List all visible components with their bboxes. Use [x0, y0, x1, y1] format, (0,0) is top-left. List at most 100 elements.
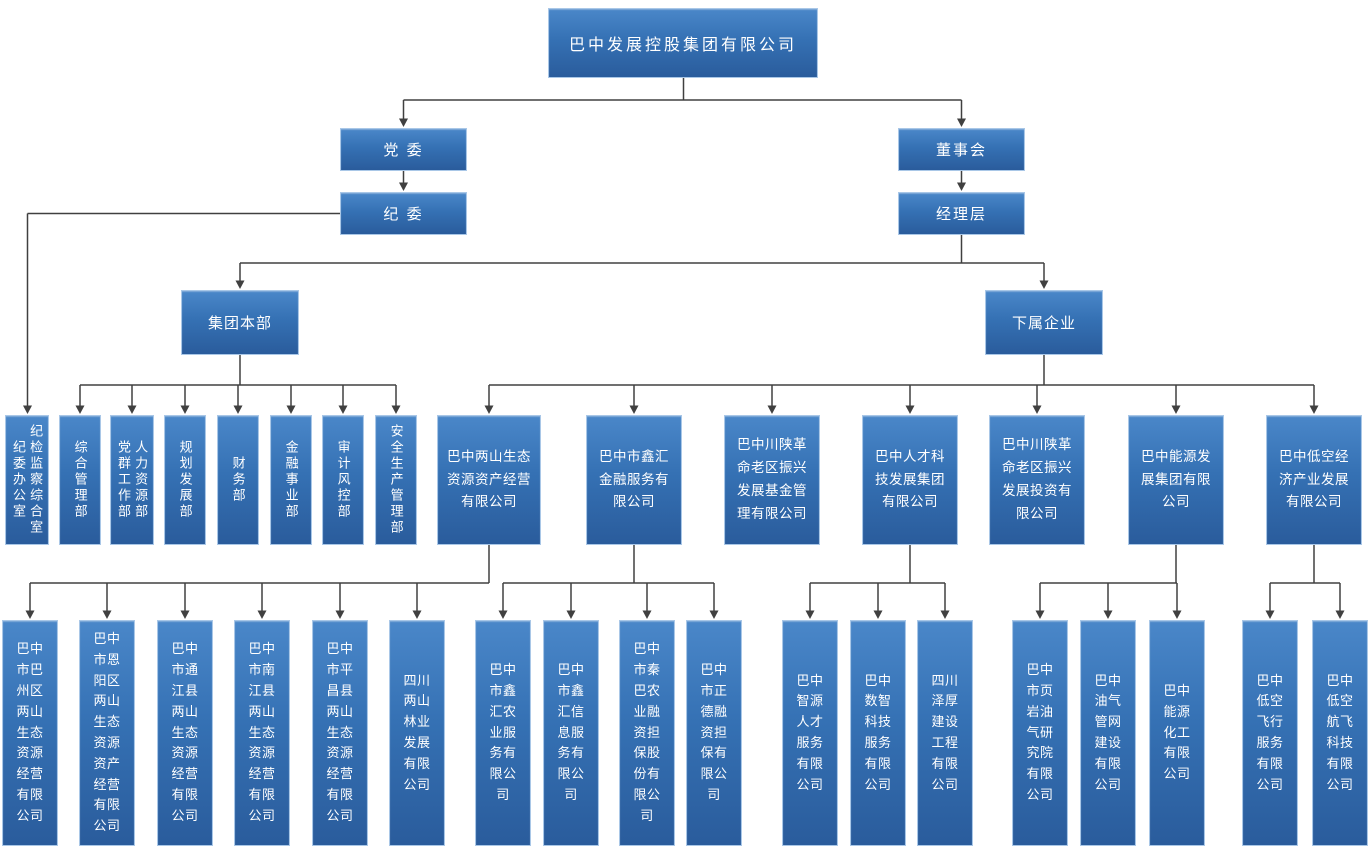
org-node-label: 巴中市巴州区两山生态资源经营有限公司 [16, 641, 44, 823]
org-node-label: 巴中川陕革命老区振兴发展投资有限公司 [1002, 437, 1072, 521]
org-node-benbu: 集团本部 [181, 290, 299, 355]
org-node-label: 巴中发展控股集团有限公司 [568, 37, 797, 54]
org-node-d1: 纪检监察综合室 纪委办公室 [5, 415, 49, 545]
org-node-dangwei: 党 委 [340, 128, 467, 171]
arrowhead-icon [566, 610, 576, 619]
org-node-label: 巴中市秦巴农业融资担保股份有限公司 [633, 641, 661, 823]
org-node-label: 财务部 [230, 456, 246, 504]
org-node-b4: 巴中市正德融资担保有限公司 [686, 620, 742, 846]
org-node-xiashu: 下属企业 [985, 290, 1103, 355]
arrowhead-icon [1172, 610, 1182, 619]
org-node-root: 巴中发展控股集团有限公司 [548, 8, 818, 78]
arrowhead-icon [642, 610, 652, 619]
org-node-d5: 财务部 [217, 415, 259, 545]
org-node-a5: 巴中市平昌县两山生态资源经营有限公司 [312, 620, 368, 846]
arrowhead-icon [498, 610, 508, 619]
arrowhead-icon [805, 610, 815, 619]
org-node-h3: 巴中能源化工有限公司 [1149, 620, 1205, 846]
org-node-label: 纪 委 [383, 206, 424, 223]
arrowhead-icon [399, 118, 408, 127]
org-node-label: 巴中市正德融资担保有限公司 [700, 662, 728, 802]
org-node-label: 审计风控部 [335, 440, 351, 520]
arrowhead-icon [629, 405, 639, 414]
org-node-c4: 巴中人才科技发展集团有限公司 [862, 415, 958, 545]
org-node-c6: 巴中能源发展集团有限公司 [1128, 415, 1224, 545]
arrowhead-icon [1335, 610, 1345, 619]
arrowhead-icon [1171, 405, 1181, 414]
org-node-e2: 巴中低空航飞科技有限公司 [1312, 620, 1368, 846]
org-node-b3: 巴中市秦巴农业融资担保股份有限公司 [619, 620, 675, 846]
arrowhead-icon [180, 610, 190, 619]
arrowhead-icon [905, 405, 915, 414]
org-node-d8: 安全生产管理部 [375, 415, 417, 545]
org-node-c7: 巴中低空经济产业发展有限公司 [1266, 415, 1362, 545]
org-node-label: 巴中能源发展集团有限公司 [1141, 448, 1211, 510]
arrowhead-icon [1309, 405, 1319, 414]
arrowhead-icon [23, 405, 32, 414]
arrowhead-icon [235, 280, 245, 289]
arrowhead-icon [127, 405, 137, 414]
arrowhead-icon [873, 610, 883, 619]
org-node-d2: 综合管理部 [59, 415, 101, 545]
org-node-label: 四川两山林业发展有限公司 [403, 672, 431, 792]
org-node-label: 巴中市鑫汇金融服务有限公司 [599, 448, 669, 510]
org-node-label: 下属企业 [1011, 315, 1076, 332]
org-node-label: 人力资源部 党群工作部 [116, 440, 149, 520]
org-node-label: 规划发展部 [177, 440, 193, 520]
org-node-label: 巴中两山生态资源资产经营有限公司 [447, 448, 531, 510]
arrowhead-icon [412, 610, 422, 619]
org-node-label: 巴中市页岩油气研究院有限公司 [1026, 662, 1054, 802]
org-node-label: 巴中智源人才服务有限公司 [796, 672, 824, 792]
org-node-label: 巴中川陕革命老区振兴发展基金管理有限公司 [737, 437, 807, 521]
arrowhead-icon [180, 405, 190, 414]
org-node-label: 金融事业部 [283, 440, 299, 520]
org-node-d6: 金融事业部 [270, 415, 312, 545]
arrowhead-icon [257, 610, 267, 619]
org-node-label: 巴中市南江县两山生态资源经营有限公司 [248, 641, 276, 823]
arrowhead-icon [767, 405, 777, 414]
arrowhead-icon [1035, 610, 1045, 619]
arrowhead-icon [391, 405, 401, 414]
org-node-label: 巴中市恩阳区两山生态资源资产经营有限公司 [93, 631, 121, 834]
org-node-label: 巴中市通江县两山生态资源经营有限公司 [171, 641, 199, 823]
org-node-label: 巴中人才科技发展集团有限公司 [875, 448, 945, 510]
org-node-a2: 巴中市恩阳区两山生态资源资产经营有限公司 [79, 620, 135, 846]
arrowhead-icon [709, 610, 719, 619]
arrowhead-icon [338, 405, 348, 414]
arrowhead-icon [940, 610, 950, 619]
org-node-e1: 巴中低空飞行服务有限公司 [1242, 620, 1298, 846]
arrowhead-icon [25, 610, 35, 619]
org-node-label: 巴中市平昌县两山生态资源经营有限公司 [326, 641, 354, 823]
org-node-label: 党 委 [383, 142, 424, 159]
org-node-label: 董事会 [935, 142, 987, 159]
arrowhead-icon [335, 610, 345, 619]
org-node-label: 巴中市鑫汇信息服务有限公司 [557, 662, 585, 802]
org-node-label: 经理层 [935, 206, 987, 223]
arrowhead-icon [1039, 280, 1049, 289]
org-node-label: 集团本部 [207, 315, 272, 332]
org-node-jiwei: 纪 委 [340, 192, 467, 235]
org-node-label: 巴中数智科技服务有限公司 [864, 672, 892, 792]
org-node-b1: 巴中市鑫汇农业服务有限公司 [475, 620, 531, 846]
arrowhead-icon [233, 405, 243, 414]
org-node-c2: 巴中市鑫汇金融服务有限公司 [586, 415, 682, 545]
arrowhead-icon [1103, 610, 1113, 619]
org-node-c5: 巴中川陕革命老区振兴发展投资有限公司 [989, 415, 1085, 545]
org-node-c3: 巴中川陕革命老区振兴发展基金管理有限公司 [724, 415, 820, 545]
org-node-jinglicen: 经理层 [898, 192, 1025, 235]
org-node-label: 巴中低空飞行服务有限公司 [1256, 672, 1284, 792]
org-node-label: 巴中能源化工有限公司 [1163, 683, 1191, 782]
org-node-a4: 巴中市南江县两山生态资源经营有限公司 [234, 620, 290, 846]
org-node-a6: 四川两山林业发展有限公司 [389, 620, 445, 846]
org-node-g3: 四川泽厚建设工程有限公司 [917, 620, 973, 846]
org-node-b2: 巴中市鑫汇信息服务有限公司 [543, 620, 599, 846]
org-node-d3: 人力资源部 党群工作部 [110, 415, 154, 545]
arrowhead-icon [957, 182, 966, 191]
org-node-h2: 巴中油气管网建设有限公司 [1080, 620, 1136, 846]
arrowhead-icon [102, 610, 112, 619]
arrowhead-icon [286, 405, 296, 414]
arrowhead-icon [1265, 610, 1275, 619]
org-node-h1: 巴中市页岩油气研究院有限公司 [1012, 620, 1068, 846]
arrowhead-icon [957, 118, 966, 127]
org-node-d4: 规划发展部 [164, 415, 206, 545]
